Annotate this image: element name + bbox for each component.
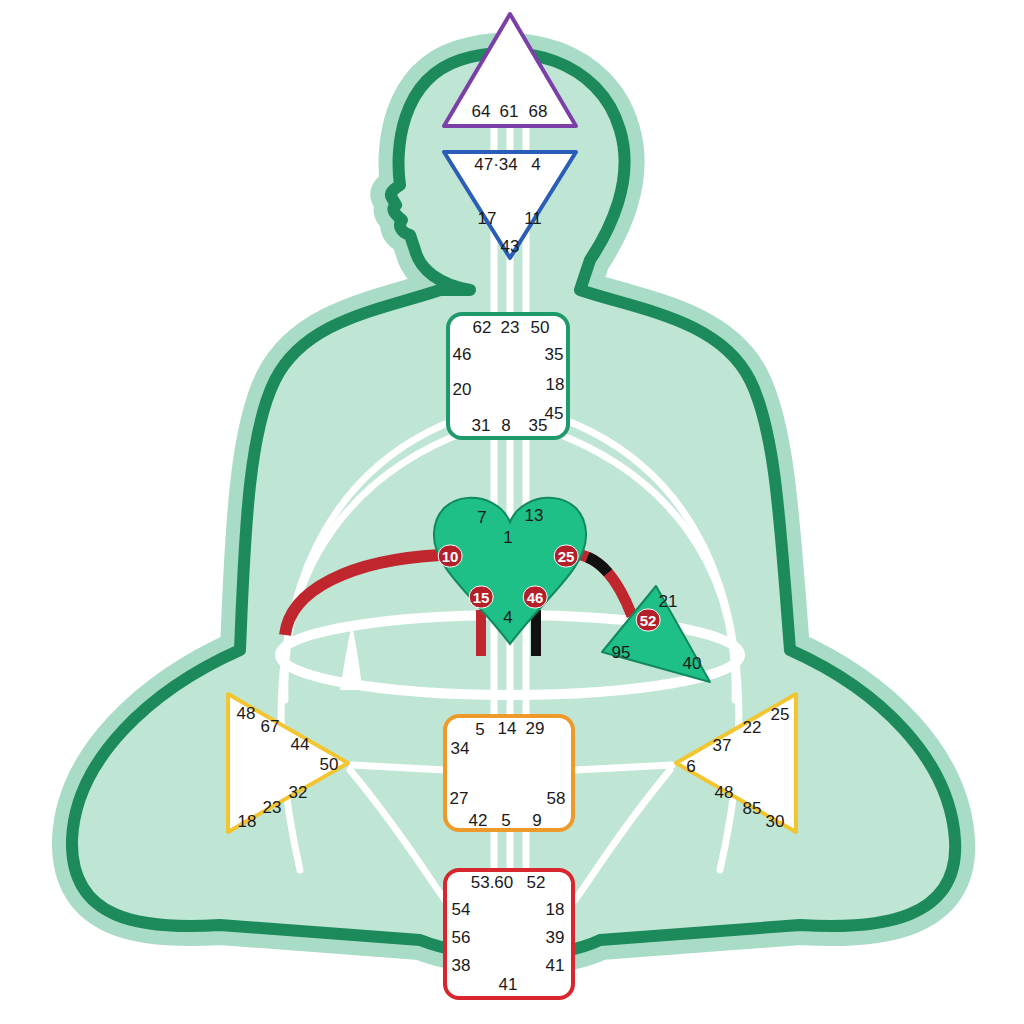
gate-number: 53.60 (471, 874, 514, 891)
gate-number: 20 (453, 381, 472, 398)
gate-number: 4 (531, 156, 540, 173)
center-outline-path (434, 498, 586, 644)
gate-number: 37 (713, 737, 732, 754)
channel-spike (340, 625, 362, 690)
gate-number: 25 (771, 706, 790, 723)
active-gate-number: 25 (554, 545, 579, 568)
gate-number: 43 (501, 238, 520, 255)
gate-number: 48 (237, 705, 256, 722)
gate-number: 11 (524, 210, 542, 227)
g-center: 7 13 1 10 25 15 46 4 (426, 478, 594, 648)
center-outline-path (228, 694, 348, 832)
gate-number: 61 (500, 103, 519, 120)
active-gate-number: 10 (438, 545, 463, 568)
gate-number: 7 (477, 509, 486, 526)
gate-number: 13 (525, 507, 544, 524)
gate-number: 39 (546, 929, 565, 946)
active-gate-number: 46 (523, 586, 548, 609)
gate-number: 31 (472, 417, 491, 434)
gate-number: 58 (547, 790, 566, 807)
spleen-center: 48 67 44 50 32 23 18 (224, 690, 352, 836)
defined-channel (574, 554, 632, 616)
gate-number: 5 (475, 721, 484, 738)
ajna-center: 47·34 4 17 1143 (440, 148, 580, 262)
gate-number: 41 (546, 957, 565, 974)
gate-number: 56 (452, 929, 471, 946)
ego-center: 2152 95 40 (598, 582, 714, 688)
gate-number: 18 (238, 813, 257, 830)
gate-number: 22 (743, 719, 762, 736)
root-center: 53.60 52 54 18 56 39 38 41 41 (443, 868, 575, 1000)
gate-number: 42 (469, 812, 488, 829)
gate-number: 41 (499, 976, 518, 993)
gate-number: 62 (473, 319, 492, 336)
throat-center: 622350463520184531835 (446, 312, 570, 440)
channel-lines (281, 125, 738, 900)
gate-number: 54 (452, 901, 471, 918)
gate-number: 1 (503, 529, 512, 546)
defined-channel-red (476, 610, 486, 656)
channel-black (574, 554, 632, 616)
gate-number: 35 (545, 346, 564, 363)
gate-number: 38 (452, 957, 471, 974)
center-outline-path (445, 870, 573, 998)
gate-number: 44 (291, 736, 310, 753)
defined-channel-red (285, 555, 440, 635)
gate-number: 35 (529, 417, 548, 434)
gate-number: 52 (527, 874, 546, 891)
gate-number: 95 (612, 644, 631, 661)
center-outline-path (676, 694, 796, 832)
gate-number: 68 (529, 103, 548, 120)
active-gate-number: 15 (469, 586, 494, 609)
gate-number: 29 (526, 720, 545, 737)
channel-red (574, 554, 632, 616)
gate-number: 50 (320, 756, 339, 773)
center-outline-path (602, 586, 710, 682)
gate-number: 50 (531, 319, 550, 336)
gate-number: 47·34 (474, 156, 517, 173)
silhouette-outer (72, 53, 955, 955)
gate-number: 18 (546, 901, 565, 918)
active-gate-number: 52 (636, 609, 661, 632)
center-outline-path (444, 152, 576, 258)
gate-number: 8 (501, 417, 510, 434)
gate-number: 32 (289, 784, 308, 801)
gate-number: 67 (261, 718, 280, 735)
silhouette-inner (72, 53, 955, 955)
gate-number: 27 (450, 790, 469, 807)
gate-number: 23 (263, 799, 282, 816)
gate-number: 85 (743, 800, 762, 817)
gate-number: 18 (546, 376, 565, 393)
center-outline-path (444, 14, 576, 126)
gate-number: 21 (659, 593, 678, 610)
center-outline-path (448, 314, 568, 438)
sacral-center: 5 14 29 34 27 58 42 5 9 (443, 714, 575, 832)
gate-number: 64 (472, 103, 491, 120)
gate-number: 6 (686, 758, 695, 775)
center-outline-path (445, 716, 573, 830)
gate-number: 14 (498, 720, 517, 737)
gate-number: 30 (766, 813, 785, 830)
gate-number: 5 (501, 812, 510, 829)
gate-number: 46 (453, 346, 472, 363)
gate-number: 34 (451, 740, 470, 757)
head-center: 64 61 68 (440, 10, 580, 130)
gate-number: 9 (532, 812, 541, 829)
gate-number: 48 (715, 784, 734, 801)
center-outline (598, 582, 714, 688)
gate-number: 23 (501, 319, 520, 336)
gate-number: 40 (683, 655, 702, 672)
gate-number: 17 (478, 210, 497, 227)
solar-plexus-center: 25 22 37 6 48 8530 (672, 690, 800, 836)
gate-number: 4 (503, 609, 512, 626)
